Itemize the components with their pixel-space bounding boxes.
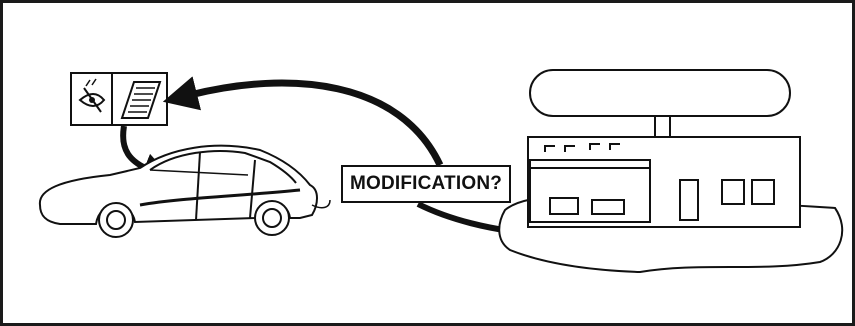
arrow-to-icons — [162, 76, 444, 167]
warning-eye-icon — [78, 78, 106, 113]
modification-label: MODIFICATION? — [341, 165, 511, 203]
dealer-building — [498, 69, 844, 274]
manual-book-icon — [120, 81, 162, 119]
icon-panel — [70, 72, 168, 126]
car-illustration — [38, 144, 331, 238]
